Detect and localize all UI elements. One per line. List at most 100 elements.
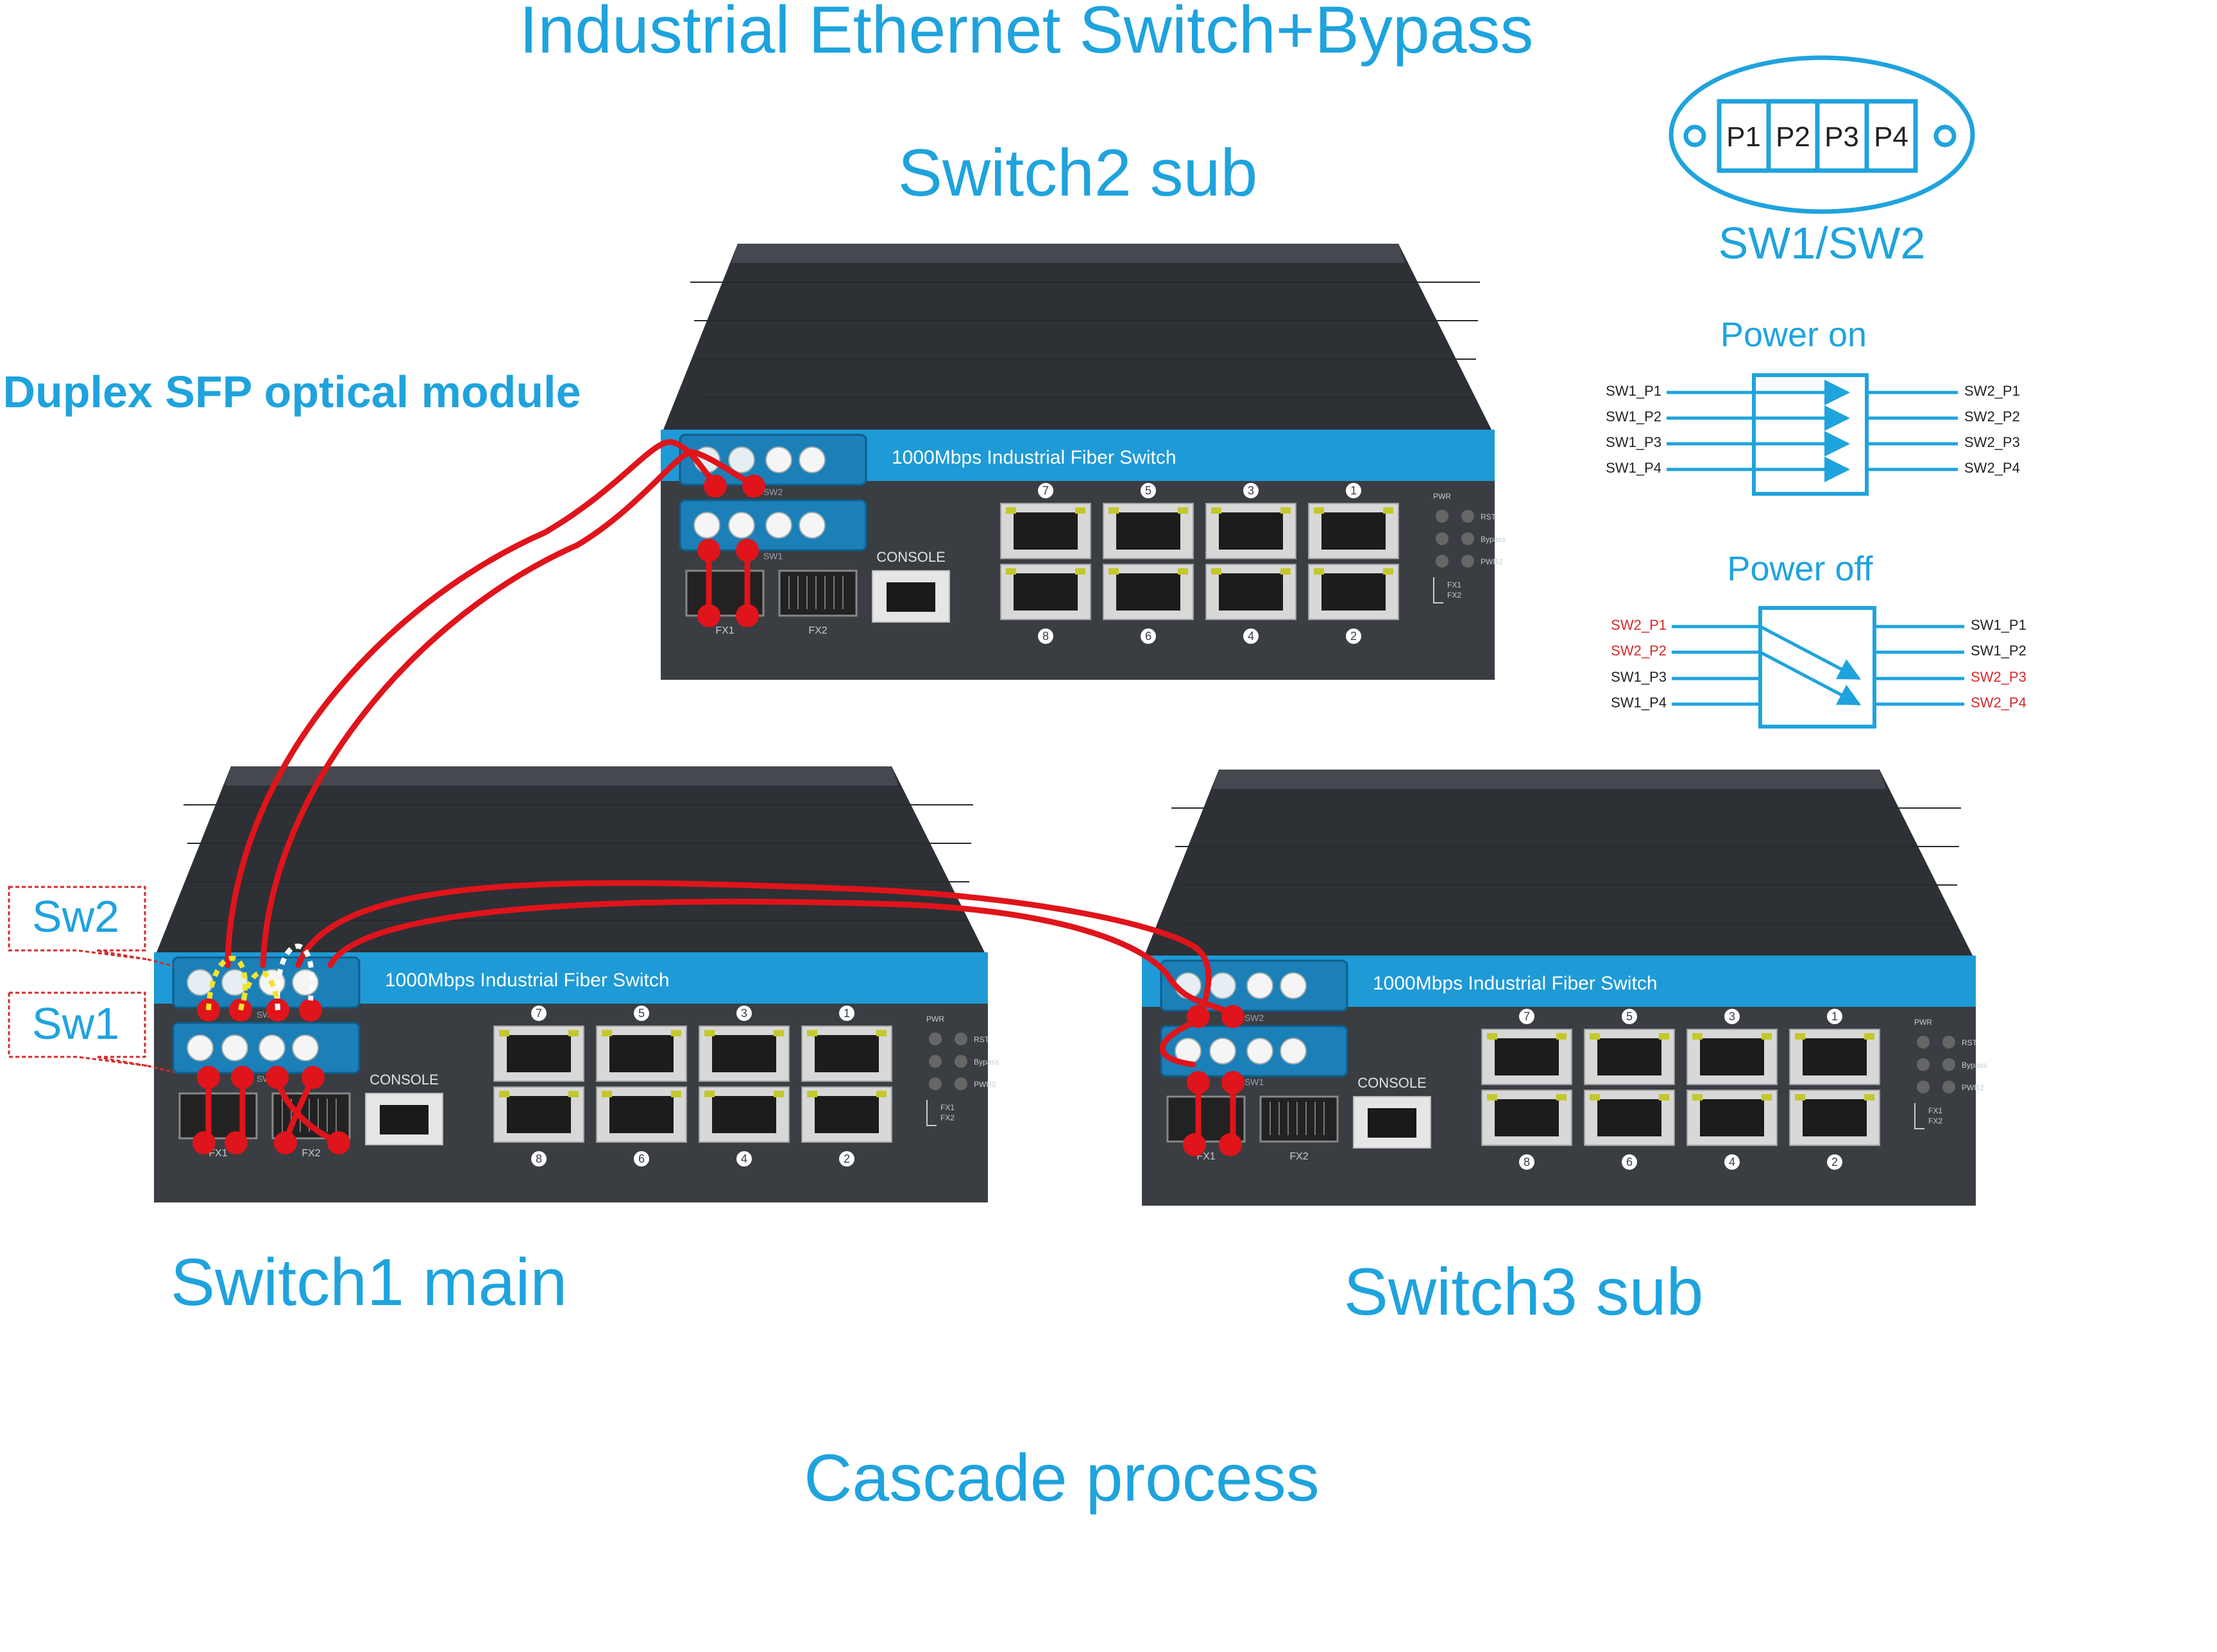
rj45-led	[774, 1030, 784, 1036]
status-led	[1436, 555, 1448, 568]
port-num-top: 7	[1042, 484, 1049, 497]
rj45-jack	[1116, 512, 1180, 550]
status-led	[1942, 1081, 1955, 1093]
switch2-label: Switch2 sub	[898, 136, 1258, 210]
port-num-bg	[839, 1006, 854, 1021]
fx2-text: FX2	[302, 1148, 320, 1159]
port-num-top: 3	[1248, 484, 1254, 497]
cable-plugs	[192, 475, 1244, 1156]
rj45-led	[1556, 1094, 1567, 1100]
sw1-text: SW1	[1244, 1077, 1264, 1087]
rj45-led	[1383, 507, 1393, 514]
rj45-jack	[1700, 1038, 1764, 1075]
port-num-bg	[736, 1151, 752, 1167]
sw1-port	[765, 512, 792, 539]
switch2-device: 1000Mbps Industrial Fiber SwitchSW2SW1FX…	[661, 244, 1506, 680]
port-num-bottom: 6	[1626, 1156, 1633, 1168]
callout-sw2-text: Sw2	[32, 891, 119, 941]
rj45-led	[1383, 568, 1393, 575]
sw1-port	[728, 512, 755, 539]
sw1-port	[259, 1034, 285, 1061]
port-num-bg	[1827, 1009, 1842, 1024]
power-off-diagram: Power off SW2_P1 SW2_P2 SW1_P3 SW1_P4 SW…	[1611, 550, 2026, 729]
led-label-right: RST	[1962, 1038, 1978, 1047]
rj45-led	[1211, 507, 1221, 514]
led-label-right: Bypass	[1481, 535, 1506, 544]
status-led	[1461, 532, 1474, 545]
poff-left-1: SW2_P1	[1611, 617, 1667, 633]
sw1-port	[187, 1034, 214, 1061]
port-num-bottom: 2	[1350, 630, 1357, 643]
led-label-right: PWR2	[974, 1080, 996, 1089]
sw1-port	[1209, 1038, 1236, 1065]
rj45-led	[499, 1030, 509, 1036]
pon-left-1: SW1_P1	[1606, 383, 1661, 399]
rj45-led	[1590, 1033, 1600, 1040]
console-jack	[887, 582, 935, 612]
port-num-top: 1	[1831, 1010, 1838, 1023]
poff-left-2: SW2_P2	[1611, 643, 1667, 659]
fx2-slot	[778, 569, 858, 617]
port-num-bg	[1724, 1154, 1740, 1170]
connector-port-p4: P4	[1874, 121, 1908, 153]
fx1-text: FX1	[715, 625, 734, 636]
fx2-text: FX2	[1289, 1151, 1308, 1162]
led-label-fx2: FX2	[940, 1113, 955, 1122]
port-num-bg	[1038, 628, 1053, 644]
led-label-fx1: FX1	[1928, 1106, 1942, 1115]
led-bracket	[926, 1100, 937, 1126]
led-label-fx1: FX1	[940, 1103, 955, 1112]
port-num-bg	[531, 1006, 547, 1021]
dashed-loopback	[206, 943, 315, 1011]
rj45-led	[1692, 1094, 1703, 1100]
switch3-device: 1000Mbps Industrial Fiber SwitchSW2SW1FX…	[1142, 770, 1987, 1206]
rj45-led	[807, 1091, 817, 1097]
port-num-top: 5	[638, 1007, 645, 1020]
rj45-jack	[1321, 512, 1386, 550]
rj45-led	[1108, 507, 1119, 514]
port-num-bg	[1141, 628, 1156, 644]
sw2-port	[1209, 972, 1236, 999]
rj45-led	[602, 1030, 612, 1036]
port-num-top: 1	[844, 1007, 850, 1020]
rj45-led	[1487, 1033, 1497, 1040]
led-label-right: Bypass	[1962, 1061, 1987, 1070]
poff-arrow-1	[1759, 625, 1862, 680]
rj45-led	[1590, 1094, 1600, 1100]
power-on-title: Power on	[1720, 316, 1867, 354]
fx2-text: FX2	[808, 625, 827, 636]
status-led	[1942, 1036, 1955, 1049]
rj45-jack	[1803, 1099, 1867, 1136]
led-bracket	[1433, 577, 1443, 603]
rj45-jack	[1597, 1038, 1661, 1075]
sw2-port	[1246, 972, 1273, 999]
sw1-port	[1246, 1038, 1273, 1065]
rj45-jack	[1219, 512, 1283, 550]
port-num-bg	[736, 1006, 752, 1021]
device-top	[1142, 770, 1976, 962]
rj45-led	[1659, 1094, 1669, 1100]
led-label-fx2: FX2	[1447, 591, 1461, 600]
status-led	[955, 1077, 967, 1090]
sw1-text: SW1	[763, 551, 783, 561]
status-led	[955, 1055, 967, 1068]
rj45-led	[807, 1030, 817, 1036]
console-text: CONSOLE	[370, 1072, 439, 1088]
sw1-port	[221, 1034, 248, 1061]
module-label: Duplex SFP optical module	[3, 367, 581, 417]
rj45-jack	[1014, 512, 1078, 550]
device-body: 1000Mbps Industrial Fiber SwitchSW2SW1FX…	[154, 766, 999, 1202]
rj45-led	[1795, 1033, 1805, 1040]
rj45-jack	[815, 1096, 879, 1133]
device-top-edge	[731, 244, 1405, 263]
rj45-led	[1487, 1094, 1497, 1100]
led-label-fx1: FX1	[1447, 580, 1461, 589]
pon-right-3: SW2_P3	[1964, 434, 2020, 450]
poff-left-4: SW1_P4	[1611, 695, 1667, 711]
console-jack	[1368, 1108, 1416, 1138]
sw2-port	[1280, 972, 1307, 999]
port-num-bottom: 8	[536, 1152, 542, 1165]
switch1-device: 1000Mbps Industrial Fiber SwitchSW2SW1FX…	[154, 766, 999, 1202]
led-label-right: PWR2	[1962, 1083, 1984, 1092]
port-num-top: 5	[1626, 1010, 1633, 1023]
